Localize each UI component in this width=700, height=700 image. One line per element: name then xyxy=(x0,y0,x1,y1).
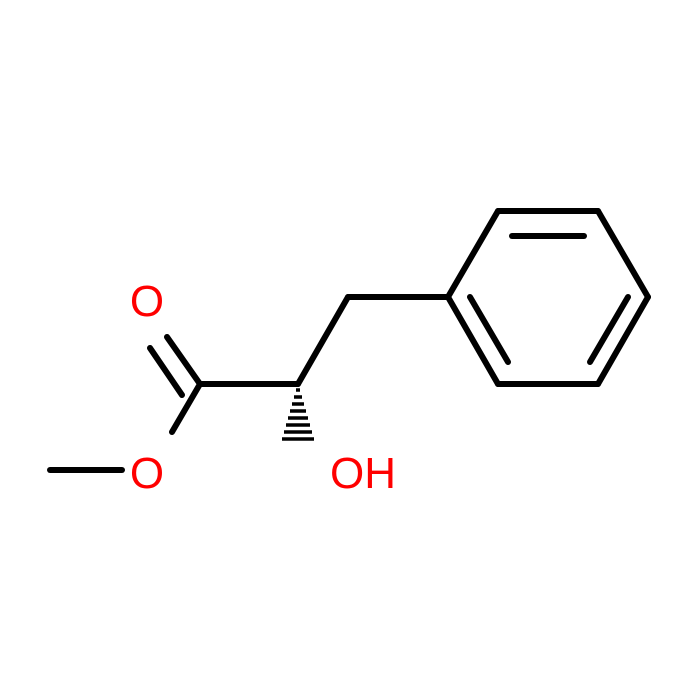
bond-carbonyl-double-1 xyxy=(164,334,203,387)
hydroxyl-label: OH xyxy=(330,449,396,498)
carbonyl-oxygen-label: O xyxy=(130,277,164,326)
bond-carbonyl-double-2 xyxy=(147,345,185,398)
ester-oxygen-label: O xyxy=(130,449,164,498)
bond-chiral-ch2 xyxy=(295,294,351,387)
hashed-wedge-bond xyxy=(282,388,314,441)
benzene-ring xyxy=(445,208,651,387)
bond-o-carbonyl xyxy=(169,381,203,435)
